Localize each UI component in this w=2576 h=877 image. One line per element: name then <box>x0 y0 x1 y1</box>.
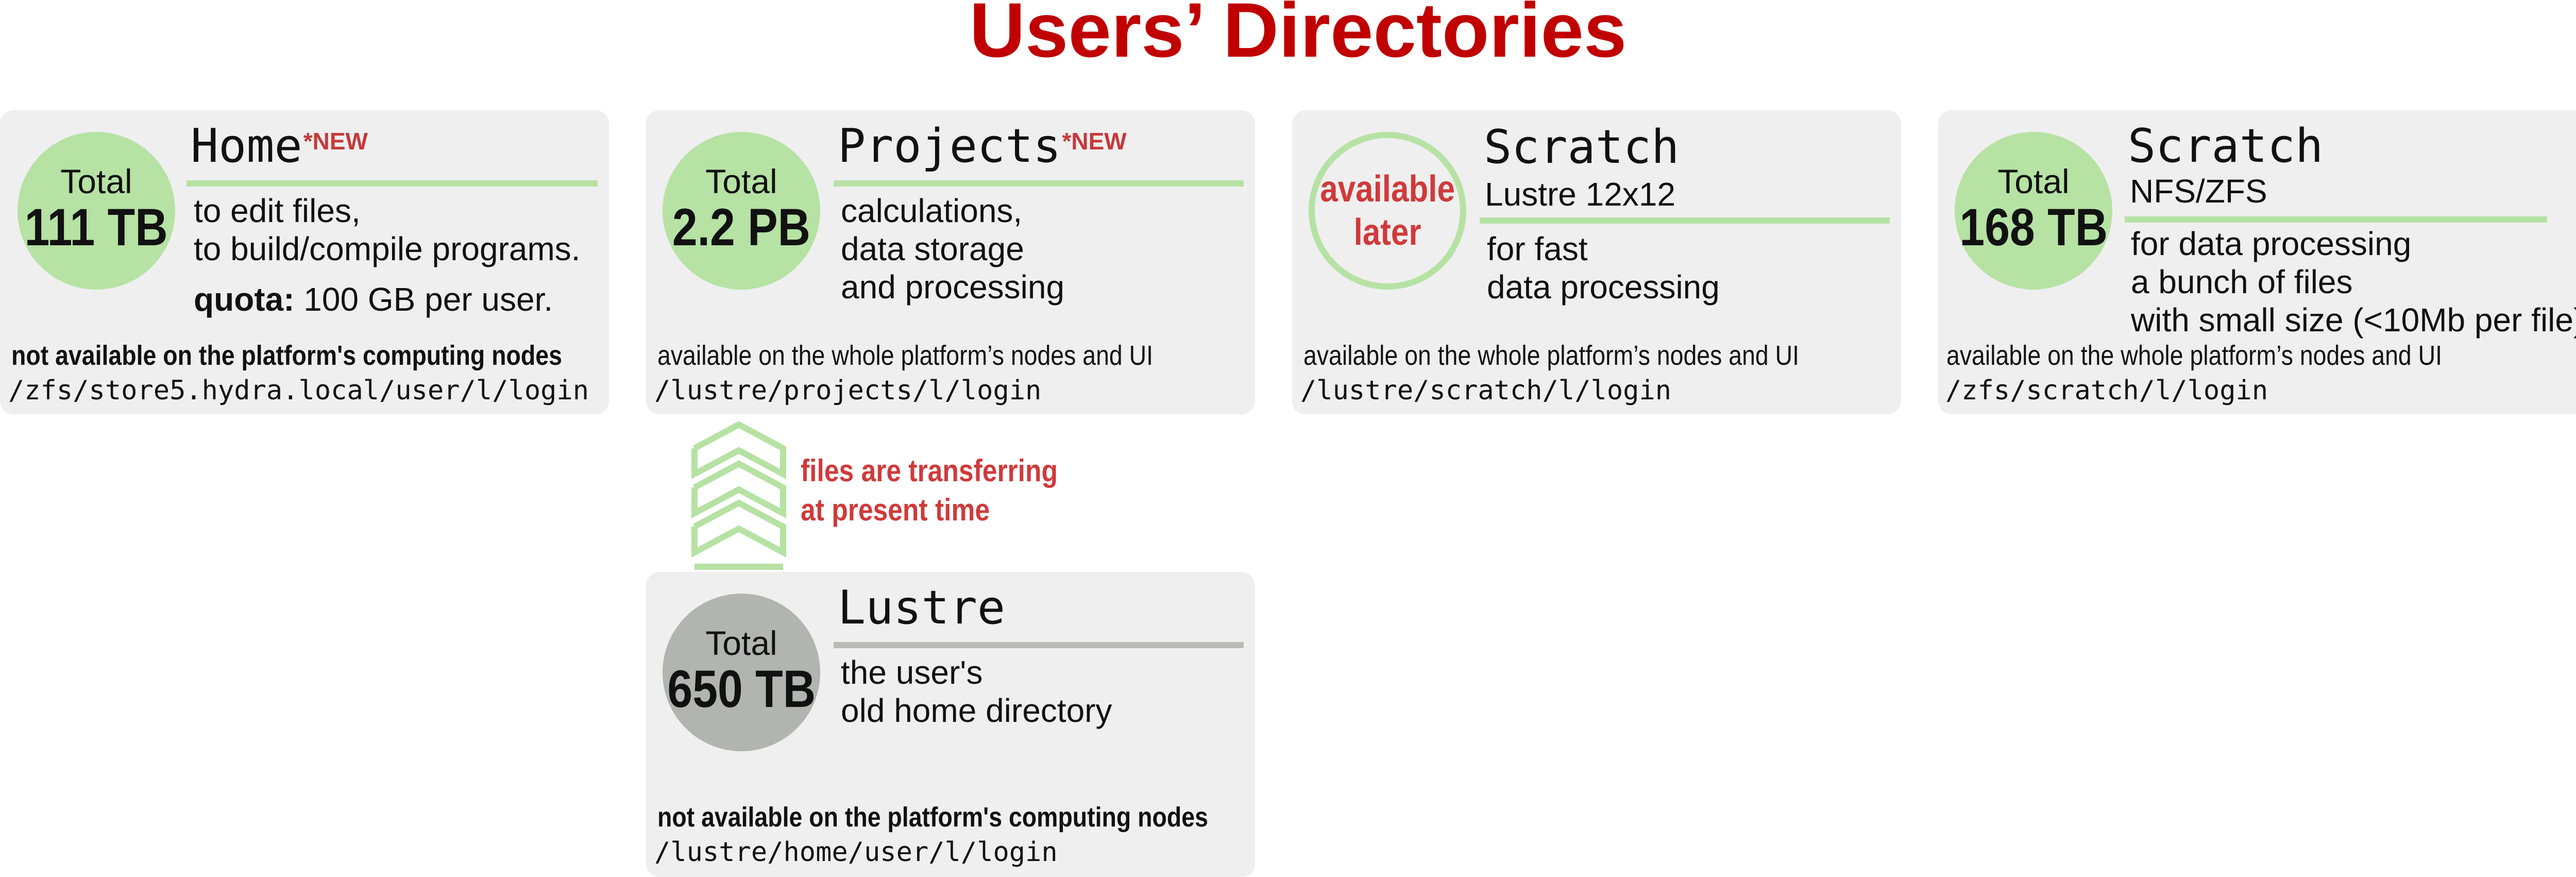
projects-desc-line: and processing <box>841 268 1065 306</box>
scratch-lustre-card: available later Scratch Lustre 12x12 for… <box>1292 110 1901 414</box>
scratch-nfs-total-value: 168 TB <box>1959 198 2108 257</box>
scratch-nfs-availability: available on the whole platform’s nodes … <box>1946 340 2443 371</box>
scratch-lustre-availability: available on the whole platform’s nodes … <box>1303 340 1800 371</box>
projects-total-value: 2.2 PB <box>672 198 811 257</box>
home-quota-label: quota: <box>194 281 295 318</box>
home-availability: not available on the platform's computin… <box>11 340 562 371</box>
lustre-total-label: Total <box>705 624 777 662</box>
lustre-description: the user's old home directory <box>841 653 1112 730</box>
projects-desc-line: calculations, <box>841 192 1023 229</box>
home-total-label: Total <box>60 162 132 200</box>
scratch-lustre-circle: available later <box>1309 132 1466 290</box>
scratch-nfs-total-circle: Total 168 TB <box>1955 132 2112 290</box>
home-name: Home*NEW <box>191 122 368 171</box>
scratch-nfs-description: for data processing a bunch of files wit… <box>2131 225 2576 339</box>
home-total-value: 111 TB <box>25 198 168 257</box>
scratch-nfs-path: /zfs/scratch/l/login <box>1945 375 2268 406</box>
home-new-tag: *NEW <box>303 128 368 155</box>
home-desc-line: to edit files, <box>194 192 361 229</box>
scratch-lustre-name: Scratch <box>1484 120 1680 174</box>
home-total-circle: Total 111 TB <box>18 132 175 290</box>
lustre-total-value: 650 TB <box>667 660 816 718</box>
lustre-desc-line: the user's <box>841 654 983 691</box>
scratch-lustre-desc-line: data processing <box>1487 268 1720 306</box>
home-desc-line: to build/compile programs. <box>194 230 581 267</box>
lustre-availability: not available on the platform's computin… <box>657 802 1208 833</box>
lustre-divider <box>834 642 1244 648</box>
lustre-name: Lustre <box>838 581 1006 635</box>
projects-description: calculations, data storage and processin… <box>841 192 1064 306</box>
projects-name-text: Projects <box>838 119 1061 173</box>
scratch-lustre-desc-line: for fast <box>1487 230 1588 267</box>
chevron-up-icon <box>691 499 786 558</box>
scratch-nfs-card: Total 168 TB Scratch NFS/ZFS for data pr… <box>1938 110 2576 414</box>
projects-new-tag: *NEW <box>1062 128 1127 155</box>
scratch-lustre-subtitle: Lustre 12x12 <box>1485 176 1676 213</box>
home-quota-value: 100 GB per user. <box>303 281 553 318</box>
page-title: Users’ Directories <box>969 0 1627 73</box>
home-name-text: Home <box>191 119 302 173</box>
scratch-lustre-circle-line: available <box>1320 168 1455 210</box>
lustre-path: /lustre/home/user/l/login <box>654 837 1058 868</box>
chevron-up-icon <box>691 460 786 519</box>
scratch-lustre-circle-line: later <box>1353 212 1421 253</box>
lustre-desc-line: old home directory <box>841 692 1112 729</box>
scratch-nfs-divider <box>2125 216 2547 223</box>
scratch-lustre-path: /lustre/scratch/l/login <box>1300 375 1672 406</box>
chevron-up-icon <box>691 421 786 480</box>
scratch-nfs-name: Scratch <box>2128 119 2324 173</box>
projects-name: Projects*NEW <box>838 122 1127 171</box>
scratch-nfs-desc-line: a bunch of files <box>2131 263 2353 300</box>
projects-path: /lustre/projects/l/login <box>654 375 1042 406</box>
scratch-nfs-total-label: Total <box>1997 162 2070 200</box>
transfer-note-line: at present time <box>801 493 990 527</box>
scratch-nfs-subtitle: NFS/ZFS <box>2130 173 2267 210</box>
lustre-total-circle: Total 650 TB <box>663 594 820 751</box>
chevron-up-stack-icon <box>691 421 786 570</box>
scratch-nfs-desc-line: with small size (<10Mb per file) <box>2131 301 2576 339</box>
transfer-note-line: files are transferring <box>801 453 1058 488</box>
home-quota: quota: 100 GB per user. <box>194 280 553 318</box>
projects-desc-line: data storage <box>841 230 1024 267</box>
transfer-note: files are transferring at present time <box>801 451 1058 530</box>
home-card: Total 111 TB Home*NEW to edit files, to … <box>0 110 609 414</box>
home-description: to edit files, to build/compile programs… <box>194 192 581 268</box>
projects-total-label: Total <box>705 162 777 200</box>
lustre-card: Total 650 TB Lustre the user's old home … <box>646 572 1255 877</box>
scratch-lustre-description: for fast data processing <box>1487 230 1720 306</box>
projects-total-circle: Total 2.2 PB <box>663 132 820 290</box>
home-divider <box>187 180 598 187</box>
projects-availability: available on the whole platform’s nodes … <box>657 340 1154 371</box>
scratch-nfs-desc-line: for data processing <box>2131 225 2412 262</box>
projects-divider <box>834 180 1244 187</box>
projects-card: Total 2.2 PB Projects*NEW calculations, … <box>646 110 1255 414</box>
home-path: /zfs/store5.hydra.local/user/l/login <box>8 375 589 406</box>
scratch-lustre-divider <box>1480 217 1890 224</box>
